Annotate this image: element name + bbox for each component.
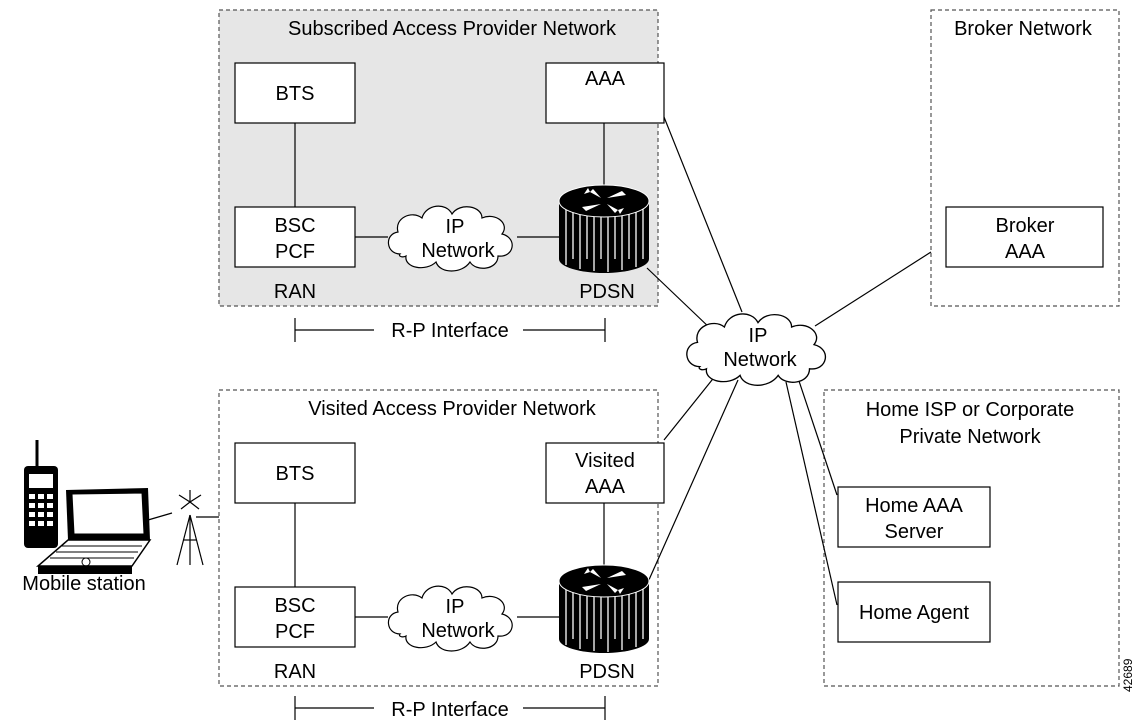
ip-top-label: IP [446,216,465,238]
pdsn-top-router-icon [558,184,650,274]
bts-bottom-label: BTS [276,463,315,485]
link-central-home-aaa [797,377,838,496]
link-central-pdsn-bottom [647,379,739,583]
ran-top-label: RAN [274,281,316,303]
ran-bottom-label: RAN [274,661,316,683]
figure-id: 42689 [1121,658,1133,692]
bts-top-box [234,62,356,124]
rp-interface-top [294,318,606,342]
mobile-phone-icon [24,440,58,548]
mobile-station-label: Mobile station [22,573,145,595]
pdsn-bottom-label: PDSN [579,661,635,683]
visited-network-title: Visited Access Provider Network [308,398,597,420]
visited-aaa-label: AAA [585,476,626,498]
aaa-top-label: AAA [585,68,626,90]
antenna-tower-icon [176,490,204,566]
broker-label: Broker [996,215,1055,237]
pdsn-top-label: PDSN [579,281,635,303]
home-network-title-line2: Private Network [899,426,1041,448]
link-central-visited-aaa [663,374,717,441]
broker-aaa-label: AAA [1005,241,1046,263]
home-aaa-label: Home AAA [865,495,963,517]
bts-bottom-box [234,442,356,504]
broker-network-title: Broker Network [954,18,1093,40]
bsc-top-label: BSC [274,215,315,237]
subscribed-network-title: Subscribed Access Provider Network [288,18,617,40]
pcf-bottom-label: PCF [275,621,315,643]
bsc-pcf-bottom-box [234,586,356,648]
visited-label: Visited [575,450,635,472]
bts-top-label: BTS [276,83,315,105]
bsc-bottom-label: BSC [274,595,315,617]
visited-aaa-box [545,442,665,504]
central-ip-label: IP [749,325,768,347]
link-mobile-antenna [147,512,173,521]
central-network-label: Network [723,349,797,371]
link-broker-central [814,251,932,327]
home-aaa-server-box [837,486,991,548]
link-central-home-agent [785,381,838,606]
broker-network-region [930,9,1120,307]
network-top-label: Network [421,240,495,262]
rp-interface-top-label: R-P Interface [391,320,508,342]
broker-aaa-box [945,206,1104,268]
home-network-title-line1: Home ISP or Corporate [866,399,1075,421]
home-server-label: Server [885,521,944,543]
rp-interface-bottom [294,696,606,720]
laptop-icon [35,488,152,574]
rp-interface-bottom-label: R-P Interface [391,699,508,721]
network-bottom-label: Network [421,620,495,642]
home-network-region [823,389,1120,687]
visited-network-region [218,389,659,687]
home-agent-label: Home Agent [859,602,970,624]
home-agent-box [837,581,991,643]
pdsn-bottom-router-icon [558,564,650,654]
link-aaa-top-central [663,116,743,313]
link-pdsn-top-central [646,267,713,331]
pcf-top-label: PCF [275,241,315,263]
ip-bottom-label: IP [446,596,465,618]
aaa-top-box [545,62,665,124]
bsc-pcf-top-box [234,206,356,268]
